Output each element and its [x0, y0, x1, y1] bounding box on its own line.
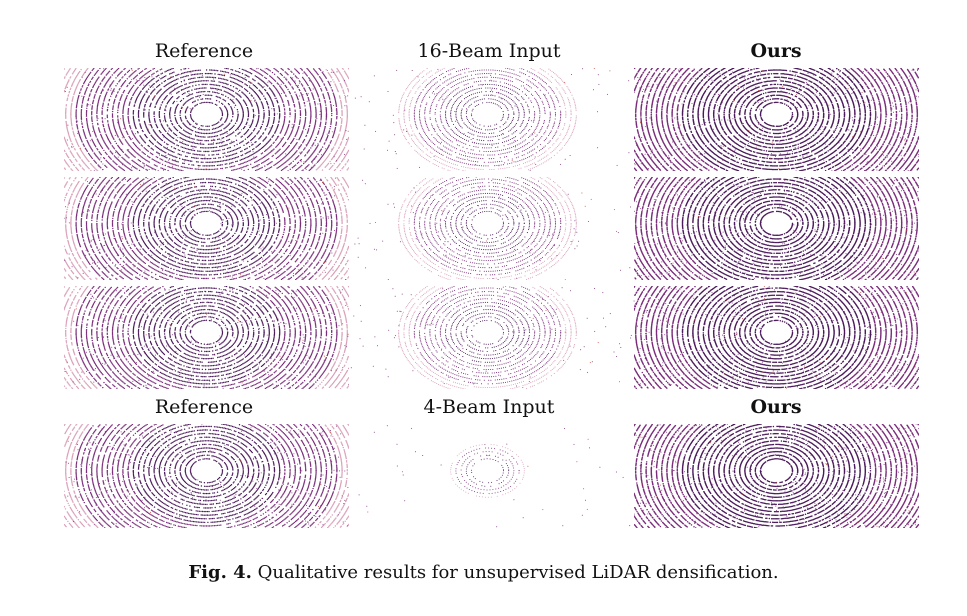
- scan-panel-ours-1: [634, 68, 919, 171]
- scan-panel-reference-2: [64, 177, 349, 280]
- scan-panel-ours-3: [634, 286, 919, 389]
- caption-text: Qualitative results for unsupervised LiD…: [258, 562, 779, 583]
- scan-panel-reference-3: [64, 286, 349, 389]
- scan-panel-ours-2: [634, 177, 919, 280]
- caption-label: Fig. 4.: [188, 562, 252, 583]
- scan-panel-reference-1: [64, 68, 349, 171]
- header-16-beam-input: 16-Beam Input: [344, 40, 634, 62]
- header-ours-bottom: Ours: [631, 396, 921, 418]
- header-ours: Ours: [631, 40, 921, 62]
- header-reference: Reference: [59, 40, 349, 62]
- figure-caption: Fig. 4. Qualitative results for unsuperv…: [0, 562, 967, 583]
- header-reference-bottom: Reference: [59, 396, 349, 418]
- scan-panel-16-beam-1: [350, 68, 635, 171]
- scan-panel-reference-4: [64, 424, 349, 528]
- scan-panel-16-beam-2: [350, 177, 635, 280]
- header-4-beam-input: 4-Beam Input: [344, 396, 634, 418]
- scan-panel-4-beam-4: [350, 424, 635, 528]
- scan-panel-16-beam-3: [350, 286, 635, 389]
- scan-panel-ours-4: [634, 424, 919, 528]
